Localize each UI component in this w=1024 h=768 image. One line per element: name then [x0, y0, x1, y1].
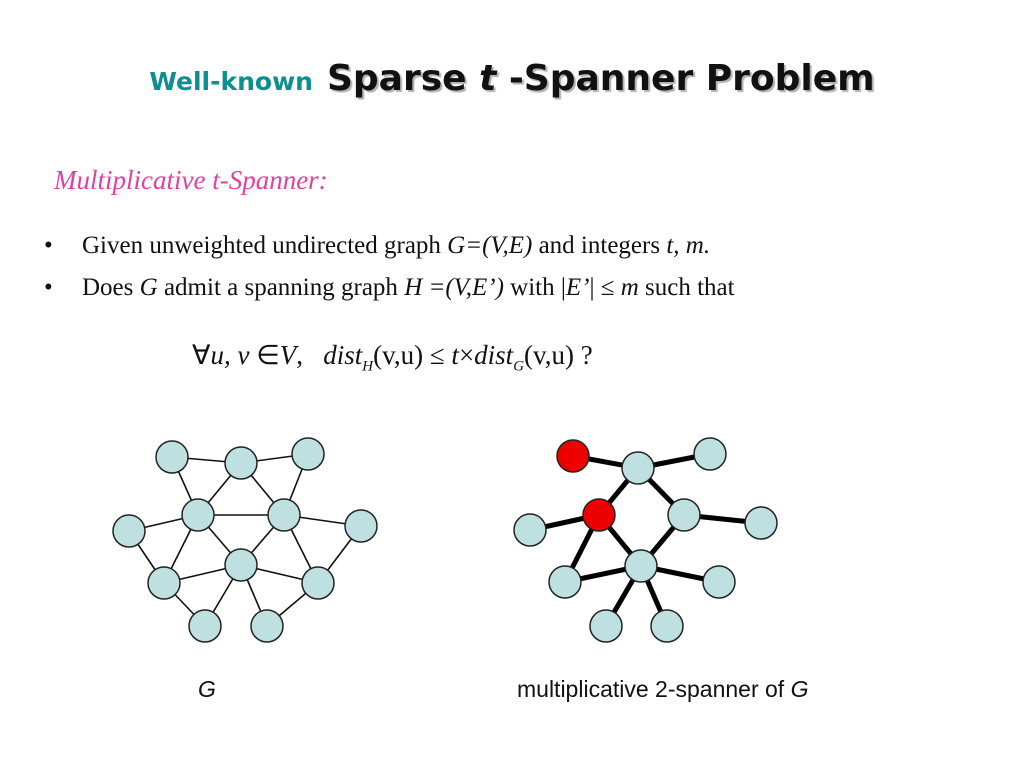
node	[188, 609, 222, 643]
node	[667, 498, 701, 532]
node	[624, 549, 658, 583]
bullet-1-text-a: Given unweighted undirected graph	[82, 232, 448, 259]
formula-sub-g: G	[513, 358, 525, 375]
node	[702, 565, 736, 599]
spanner-nodes	[513, 437, 778, 643]
highlighted-node	[556, 439, 590, 473]
node	[267, 498, 301, 532]
formula-question: ?	[580, 340, 593, 370]
node	[224, 446, 258, 480]
node	[744, 506, 778, 540]
bullet-2-spanning-graph: H =(V,E’)	[404, 274, 504, 301]
caption-right-text: multiplicative 2-spanner of	[517, 676, 791, 702]
formula-sep: ,	[296, 340, 303, 370]
bullet-dot: •	[44, 232, 53, 259]
bullet-dot: •	[44, 274, 53, 301]
node	[155, 440, 189, 474]
bullet-2-m: m	[620, 274, 639, 301]
node	[513, 513, 547, 547]
bullet-item-2: • Does G admit a spanning graph H =(V,E’)…	[44, 274, 735, 316]
node	[548, 565, 582, 599]
bullet-item-1: • Given unweighted undirected graph G=(V,…	[44, 232, 735, 274]
caption-right-g: G	[790, 676, 809, 702]
bullet-2-text-d: | ≤	[589, 274, 621, 301]
bullet-list: • Given unweighted undirected graph G=(V,…	[44, 232, 735, 316]
slide-title: Well-known Sparse t -Spanner Problem	[0, 58, 1024, 99]
graph-g-edges	[128, 453, 362, 627]
bullet-2-text-e: such that	[638, 274, 735, 301]
graph-g-nodes	[112, 437, 378, 643]
formula-sub-h: H	[362, 358, 374, 375]
title-main-t: t	[479, 58, 497, 99]
node	[589, 609, 623, 643]
spanner-formula: ∀u, v ∈V, distH(v,u) ≤ t×distG(v,u) ?	[192, 340, 593, 375]
in-symbol: ∈	[256, 340, 280, 370]
forall-symbol: ∀	[192, 340, 211, 370]
caption-left-g: G	[198, 676, 216, 702]
node	[112, 514, 146, 548]
formula-args-h: (v,u)	[373, 340, 424, 370]
node	[301, 566, 335, 600]
bullet-1-text-b: and integers	[532, 232, 667, 259]
node	[693, 437, 727, 471]
title-main-pre: Sparse	[326, 58, 480, 99]
bullet-1-graph: G=(V,E)	[447, 232, 533, 259]
times-symbol: ×	[458, 340, 475, 370]
bullet-1-params: t, m.	[666, 232, 711, 259]
bullet-2-text-b: admit a spanning graph	[157, 274, 405, 301]
bullet-2-graph: G	[139, 274, 158, 301]
title-prefix: Well-known	[149, 67, 313, 96]
caption-right: multiplicative 2-spanner of G	[517, 676, 808, 703]
bullet-2-text-a: Does	[82, 274, 140, 301]
title-main: Sparse t -Spanner Problem	[327, 58, 875, 99]
formula-dist-h: dist	[323, 340, 363, 370]
node	[147, 566, 181, 600]
formula-dist-g: dist	[474, 340, 514, 370]
node	[344, 509, 378, 543]
node	[250, 609, 284, 643]
node	[224, 548, 258, 582]
formula-set: V	[279, 340, 297, 370]
node	[291, 437, 325, 471]
bullet-2-text-c: with |	[503, 274, 566, 301]
subtitle: Multiplicative t-Spanner:	[54, 165, 328, 195]
formula-args-g: (v,u)	[524, 340, 575, 370]
node	[621, 451, 655, 485]
formula-t: t	[451, 340, 459, 370]
node	[650, 609, 684, 643]
le-symbol: ≤	[429, 340, 445, 370]
formula-vars: u, v	[210, 340, 250, 370]
bullet-2-edge-set: E’	[565, 274, 590, 301]
highlighted-node	[582, 498, 616, 532]
caption-left: G	[198, 676, 216, 703]
title-main-post: -Spanner Problem	[496, 58, 875, 99]
node	[181, 498, 215, 532]
